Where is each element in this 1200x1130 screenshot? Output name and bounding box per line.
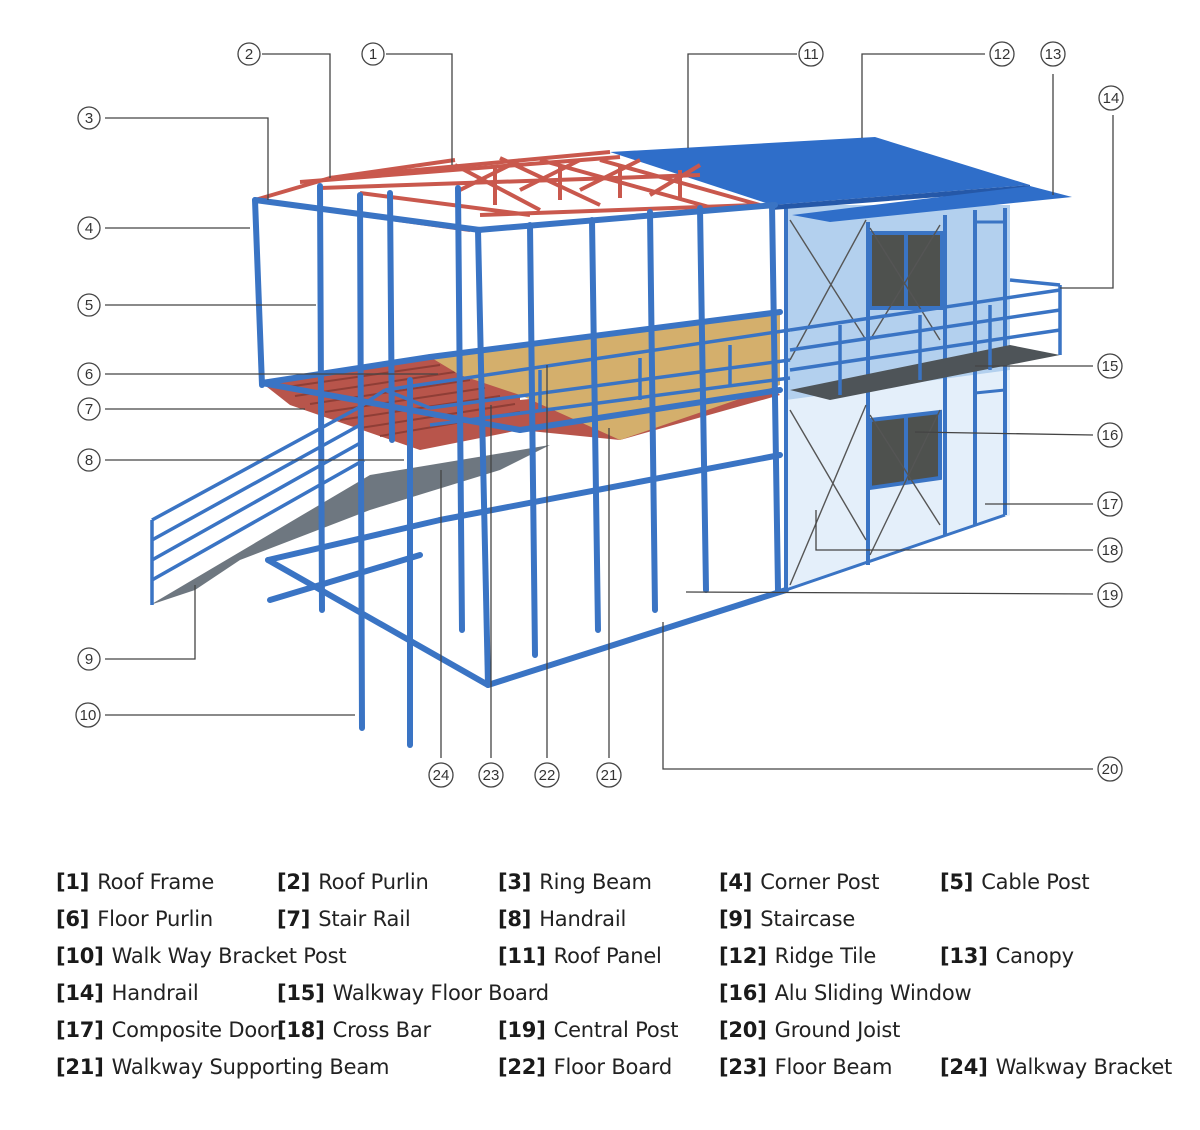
legend-row-4: [14]Handrail [15]Walkway Floor Board [16…: [56, 981, 1196, 1018]
legend-item: [16]Alu Sliding Window: [719, 981, 972, 1005]
legend-item: [20]Ground Joist: [719, 1018, 901, 1042]
handrails: [150, 278, 1062, 605]
legend-item: [14]Handrail: [56, 981, 199, 1005]
callout-4: 4: [77, 216, 101, 240]
callout-19: 19: [1097, 582, 1123, 608]
svg-text:4: 4: [85, 220, 93, 237]
callout-9: 9: [77, 647, 101, 671]
svg-text:14: 14: [1103, 90, 1120, 107]
callout-21: 21: [596, 762, 622, 788]
callout-1: 1: [361, 42, 385, 66]
legend-item: [4]Corner Post: [719, 870, 880, 894]
callout-24: 24: [428, 762, 454, 788]
legend-item: [17]Composite Door: [56, 1018, 279, 1042]
callout-17: 17: [1097, 491, 1123, 517]
legend-item: [23]Floor Beam: [719, 1055, 893, 1079]
legend-item: [5]Cable Post: [940, 870, 1090, 894]
leader-lines: [105, 53, 1114, 770]
callout-23: 23: [478, 762, 504, 788]
svg-text:15: 15: [1102, 358, 1119, 375]
svg-text:16: 16: [1102, 427, 1119, 444]
svg-text:1: 1: [369, 46, 377, 63]
callout-15: 15: [1097, 353, 1123, 379]
legend-item: [13]Canopy: [940, 944, 1074, 968]
walkway-floor-board: [790, 345, 1060, 400]
svg-text:5: 5: [85, 297, 93, 314]
legend-item: [8]Handrail: [498, 907, 627, 931]
svg-text:21: 21: [601, 767, 618, 784]
legend-row-5: [17]Composite Door [18]Cross Bar [19]Cen…: [56, 1018, 1196, 1055]
callout-20: 20: [1097, 756, 1123, 782]
callout-12: 12: [989, 41, 1015, 67]
staircase: [150, 445, 550, 605]
legend-item: [15]Walkway Floor Board: [277, 981, 549, 1005]
svg-text:12: 12: [994, 46, 1011, 63]
legend-item: [21]Walkway Supporting Beam: [56, 1055, 390, 1079]
svg-text:20: 20: [1102, 761, 1119, 778]
lower-window: [868, 409, 942, 491]
legend-row-3: [10]Walk Way Bracket Post [11]Roof Panel…: [56, 944, 1196, 981]
callout-7: 7: [77, 397, 101, 421]
callout-3: 3: [77, 106, 101, 130]
callout-18: 18: [1097, 537, 1123, 563]
svg-text:22: 22: [539, 767, 556, 784]
callout-14: 14: [1098, 85, 1124, 111]
callout-16: 16: [1097, 422, 1123, 448]
svg-text:11: 11: [803, 46, 819, 63]
svg-text:8: 8: [85, 452, 93, 469]
svg-text:3: 3: [85, 110, 93, 127]
svg-text:2: 2: [245, 46, 253, 63]
legend-item: [9]Staircase: [719, 907, 856, 931]
svg-text:18: 18: [1102, 542, 1119, 559]
svg-text:7: 7: [85, 401, 93, 418]
callouts: 1 2 3 4 5 6 7 8 9 10 11 12 13 14 15 16 1…: [75, 41, 1124, 788]
callout-10: 10: [75, 702, 101, 728]
right-room: [784, 205, 1010, 592]
legend-item: [12]Ridge Tile: [719, 944, 877, 968]
legend-item: [18]Cross Bar: [277, 1018, 431, 1042]
legend-item: [10]Walk Way Bracket Post: [56, 944, 347, 968]
callout-22: 22: [534, 762, 560, 788]
prefab-house-diagram: 1 2 3 4 5 6 7 8 9 10 11 12 13 14 15 16 1…: [75, 41, 1124, 788]
callout-2: 2: [237, 42, 261, 66]
legend-item: [11]Roof Panel: [498, 944, 662, 968]
svg-text:9: 9: [85, 651, 93, 668]
blue-frame: [252, 183, 789, 748]
svg-text:24: 24: [433, 767, 450, 784]
svg-text:10: 10: [80, 707, 97, 724]
legend-item: [6]Floor Purlin: [56, 907, 213, 931]
callout-8: 8: [77, 448, 101, 472]
legend-item: [1]Roof Frame: [56, 870, 215, 894]
legend-item: [2]Roof Purlin: [277, 870, 429, 894]
house-illustration: [150, 137, 1072, 748]
callout-5: 5: [77, 293, 101, 317]
legend-row-6: [21]Walkway Supporting Beam [22]Floor Bo…: [56, 1055, 1196, 1092]
legend-item: [3]Ring Beam: [498, 870, 652, 894]
legend-row-1: [1]Roof Frame [2]Roof Purlin [3]Ring Bea…: [56, 870, 1196, 907]
svg-text:23: 23: [483, 767, 500, 784]
callout-13: 13: [1040, 41, 1066, 67]
legend-item: [7]Stair Rail: [277, 907, 411, 931]
roof-panel: [610, 137, 1072, 222]
legend-item: [19]Central Post: [498, 1018, 679, 1042]
upper-window: [868, 231, 944, 310]
callout-6: 6: [77, 362, 101, 386]
svg-text:19: 19: [1102, 587, 1119, 604]
legend-row-2: [6]Floor Purlin [7]Stair Rail [8]Handrai…: [56, 907, 1196, 944]
svg-text:13: 13: [1045, 46, 1062, 63]
legend-item: [24]Walkway Bracket: [940, 1055, 1173, 1079]
svg-text:17: 17: [1102, 496, 1119, 513]
callout-11: 11: [798, 41, 824, 67]
svg-text:6: 6: [85, 366, 93, 383]
legend-item: [22]Floor Board: [498, 1055, 673, 1079]
parts-legend: [1]Roof Frame [2]Roof Purlin [3]Ring Bea…: [56, 870, 1196, 1092]
